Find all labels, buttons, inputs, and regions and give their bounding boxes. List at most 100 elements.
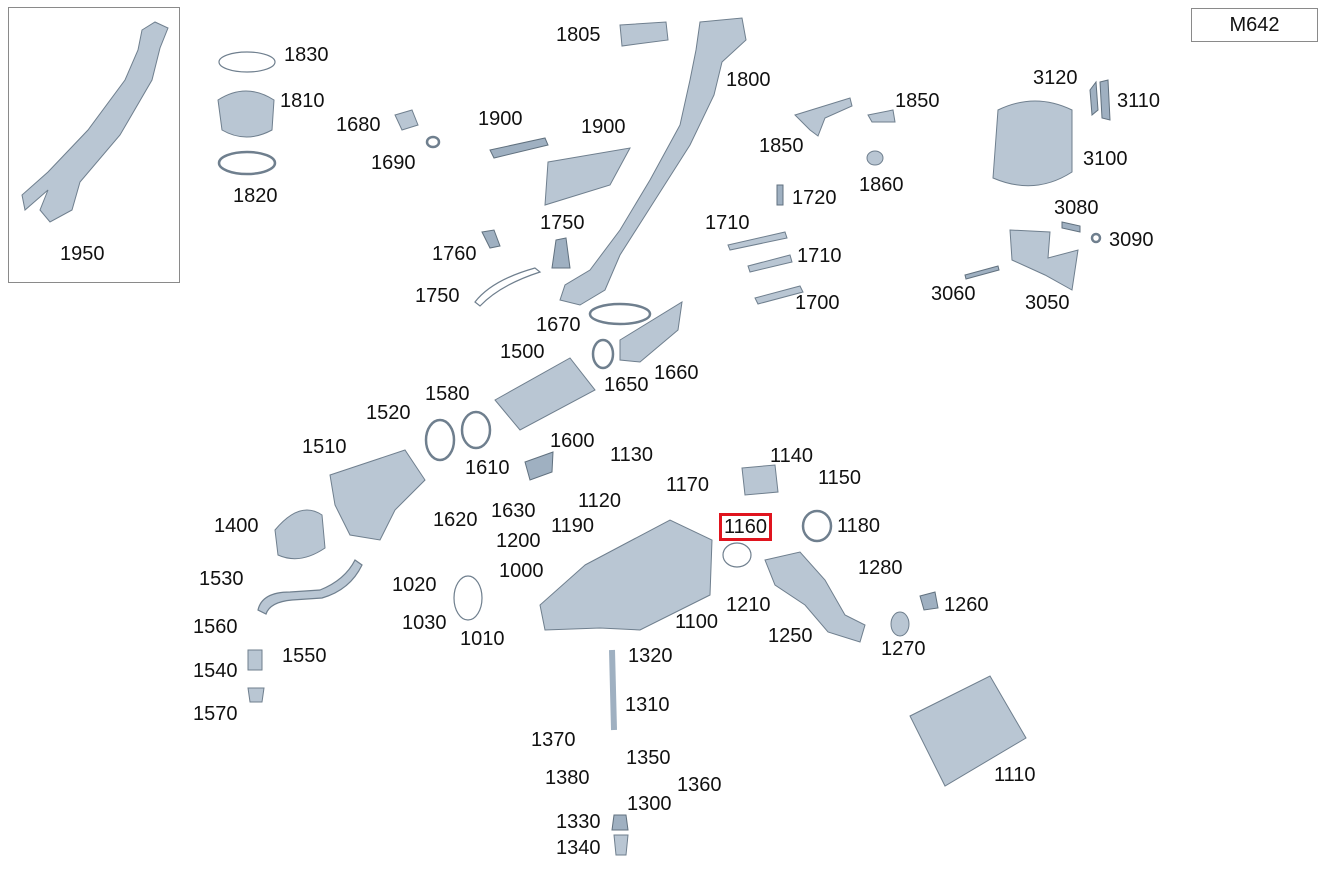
part-label-1380[interactable]: 1380	[545, 767, 590, 789]
part-1650-illustration	[591, 338, 615, 370]
part-3060-illustration	[964, 265, 1000, 280]
part-1270-illustration	[890, 611, 910, 637]
part-1680-illustration	[394, 109, 419, 131]
part-1260-illustration	[919, 591, 939, 611]
part-label-1500[interactable]: 1500	[500, 341, 545, 363]
inset-frame-1950	[8, 7, 180, 283]
part-label-1180[interactable]: 1180	[837, 515, 881, 537]
part-label-1950[interactable]: 1950	[60, 243, 105, 265]
part-label-1630[interactable]: 1630	[491, 500, 536, 522]
part-label-1820[interactable]: 1820	[233, 185, 278, 207]
part-1750b-illustration	[474, 267, 542, 307]
part-1810-illustration	[217, 90, 275, 138]
part-label-3090[interactable]: 3090	[1109, 229, 1154, 251]
part-label-1030[interactable]: 1030	[402, 612, 447, 634]
part-label-1510[interactable]: 1510	[302, 436, 347, 458]
part-label-1580[interactable]: 1580	[425, 383, 470, 405]
part-label-3110[interactable]: 3110	[1117, 90, 1161, 112]
part-1720-illustration	[776, 184, 784, 206]
part-1900b-illustration	[544, 147, 631, 206]
part-1830-illustration	[218, 51, 276, 73]
part-label-1000[interactable]: 1000	[499, 560, 544, 582]
part-label-1710-b[interactable]: 1710	[797, 245, 842, 267]
part-label-1020[interactable]: 1020	[392, 574, 437, 596]
part-1500-illustration	[494, 357, 596, 431]
part-label-1340[interactable]: 1340	[556, 837, 601, 859]
part-label-3120[interactable]: 3120	[1033, 67, 1078, 89]
part-label-1570[interactable]: 1570	[193, 703, 238, 725]
part-label-1850-a[interactable]: 1850	[895, 90, 940, 112]
part-label-1750-b[interactable]: 1750	[415, 285, 460, 307]
part-label-1560[interactable]: 1560	[193, 616, 238, 638]
part-label-1690[interactable]: 1690	[371, 152, 416, 174]
part-label-1860[interactable]: 1860	[859, 174, 904, 196]
part-label-1150[interactable]: 1150	[818, 467, 862, 489]
part-1540-illustration	[247, 649, 263, 671]
part-label-1900-a[interactable]: 1900	[478, 108, 523, 130]
part-label-1520[interactable]: 1520	[366, 402, 411, 424]
part-label-1700[interactable]: 1700	[795, 292, 840, 314]
part-3110-illustration	[1099, 79, 1111, 121]
part-label-1120[interactable]: 1120	[578, 490, 622, 512]
part-label-1320[interactable]: 1320	[628, 645, 673, 667]
part-label-1210[interactable]: 1210	[726, 594, 771, 616]
part-label-1330[interactable]: 1330	[556, 811, 601, 833]
part-1530-illustration	[257, 559, 363, 615]
part-label-1130[interactable]: 1130	[610, 444, 654, 466]
part-label-1810[interactable]: 1810	[280, 90, 325, 112]
part-label-1680[interactable]: 1680	[336, 114, 381, 136]
part-3080-illustration	[1061, 221, 1081, 233]
part-label-1170[interactable]: 1170	[666, 474, 710, 496]
part-label-1260[interactable]: 1260	[944, 594, 989, 616]
part-1850b-illustration	[867, 109, 896, 123]
part-label-1850-b[interactable]: 1850	[759, 135, 804, 157]
part-1900a-illustration	[489, 137, 549, 159]
part-label-1310[interactable]: 1310	[625, 694, 670, 716]
part-label-1110[interactable]: 1110	[994, 764, 1036, 786]
part-label-1670[interactable]: 1670	[536, 314, 581, 336]
part-label-1805[interactable]: 1805	[556, 24, 601, 46]
engine-model-box: M642	[1191, 8, 1318, 42]
part-label-1370[interactable]: 1370	[531, 729, 576, 751]
part-1860-illustration	[866, 150, 884, 166]
part-label-1200[interactable]: 1200	[496, 530, 541, 552]
part-label-1280[interactable]: 1280	[858, 557, 903, 579]
part-3090-illustration	[1090, 232, 1102, 244]
part-3120-illustration	[1089, 80, 1099, 117]
part-label-1660[interactable]: 1660	[654, 362, 699, 384]
part-label-1550[interactable]: 1550	[282, 645, 327, 667]
part-label-1010[interactable]: 1010	[460, 628, 505, 650]
part-label-1750-a[interactable]: 1750	[540, 212, 585, 234]
part-label-1620[interactable]: 1620	[433, 509, 478, 531]
part-label-3050[interactable]: 3050	[1025, 292, 1070, 314]
part-label-1250[interactable]: 1250	[768, 625, 813, 647]
part-label-3080[interactable]: 3080	[1054, 197, 1099, 219]
part-label-1760[interactable]: 1760	[432, 243, 477, 265]
part-label-3100[interactable]: 3100	[1083, 148, 1128, 170]
part-label-1400[interactable]: 1400	[214, 515, 259, 537]
part-label-1650[interactable]: 1650	[604, 374, 649, 396]
part-label-1610[interactable]: 1610	[465, 457, 510, 479]
part-label-1710-a[interactable]: 1710	[705, 212, 750, 234]
part-label-1190[interactable]: 1190	[551, 515, 595, 537]
part-1710a-illustration	[727, 231, 788, 251]
part-label-1350[interactable]: 1350	[626, 747, 671, 769]
part-label-1160-highlighted[interactable]: 1160	[718, 513, 773, 541]
part-1110-illustration	[909, 675, 1027, 787]
part-label-1360[interactable]: 1360	[677, 774, 722, 796]
part-label-1530[interactable]: 1530	[199, 568, 244, 590]
part-1750a-illustration	[551, 237, 571, 269]
part-label-1830[interactable]: 1830	[284, 44, 329, 66]
part-label-1720[interactable]: 1720	[792, 187, 837, 209]
part-1580-illustration	[460, 410, 492, 450]
part-label-1300[interactable]: 1300	[627, 793, 672, 815]
part-label-1600[interactable]: 1600	[550, 430, 595, 452]
part-label-1800[interactable]: 1800	[726, 69, 771, 91]
part-label-1140[interactable]: 1140	[770, 445, 814, 467]
part-3100-illustration	[992, 100, 1073, 187]
part-label-1900-b[interactable]: 1900	[581, 116, 626, 138]
part-label-1100[interactable]: 1100	[675, 611, 719, 633]
part-label-1540[interactable]: 1540	[193, 660, 238, 682]
part-label-3060[interactable]: 3060	[931, 283, 976, 305]
part-label-1270[interactable]: 1270	[881, 638, 926, 660]
